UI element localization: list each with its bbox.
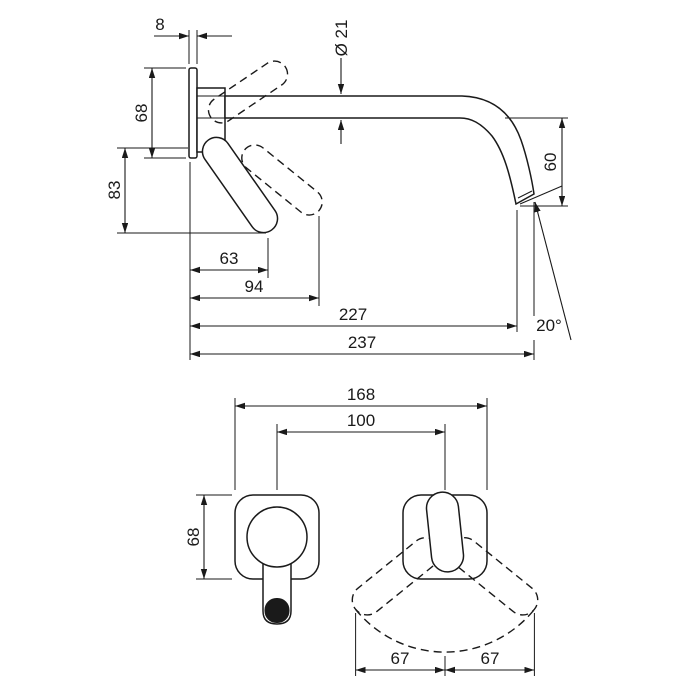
dim-value-handle-reach: 63 xyxy=(220,249,239,268)
spout-escutcheon-hub xyxy=(246,506,308,568)
dim-value-handle-swing-right: 67 xyxy=(481,649,500,668)
angle-leader-line xyxy=(534,201,572,341)
dim-value-hole-spacing: 100 xyxy=(347,411,375,430)
handle-lever-extended-dashed xyxy=(241,144,323,216)
front-view: 168 100 68 67 67 xyxy=(184,385,539,676)
dim-value-outlet-angle: 20° xyxy=(536,316,562,335)
dim-escutcheon-height-side: 68 xyxy=(132,67,186,159)
handle-swing-arc xyxy=(355,608,535,653)
dim-escutcheon-height-front: 68 xyxy=(184,494,232,580)
side-view: 8 Ø 21 68 83 60 xyxy=(105,15,572,360)
dim-value-handle-swing-left: 67 xyxy=(391,649,410,668)
dim-value-spout-reach-overall: 237 xyxy=(348,333,376,352)
dim-overall-width: 168 xyxy=(234,385,488,490)
dim-hole-spacing: 100 xyxy=(276,411,446,490)
dim-value-spout-reach-tip: 227 xyxy=(339,305,367,324)
handle-lever-solid xyxy=(201,136,279,234)
dim-plate-thickness: 8 xyxy=(154,15,232,64)
dim-value-escutcheon-height: 68 xyxy=(132,104,151,123)
dim-outlet-angle: 20° xyxy=(519,185,572,341)
dim-value-overall-width: 168 xyxy=(347,385,375,404)
spout-outlet xyxy=(264,598,290,623)
dim-handle-reach: 63 xyxy=(190,238,269,278)
dim-spout-reach-tip: 227 xyxy=(190,210,518,332)
dim-value-handle-reach-open: 94 xyxy=(245,277,264,296)
dim-handle-drop: 83 xyxy=(105,147,266,234)
dim-value-plate-thickness: 8 xyxy=(155,15,164,34)
dim-value-spout-drop: 60 xyxy=(541,153,560,172)
wall-plate-side xyxy=(188,67,198,159)
dim-spout-reach-overall: 237 xyxy=(190,202,535,360)
spout-side xyxy=(224,95,535,206)
dim-spout-diameter: Ø 21 xyxy=(332,20,351,144)
dim-handle-swing: 67 67 xyxy=(355,613,535,676)
dim-value-handle-drop: 83 xyxy=(105,181,124,200)
dim-value-spout-diameter: Ø 21 xyxy=(332,20,351,57)
dim-spout-drop: 60 xyxy=(505,117,568,207)
dim-handle-reach-open: 94 xyxy=(190,216,320,306)
dim-value-escutcheon-height-front: 68 xyxy=(184,528,203,547)
handle-front-solid xyxy=(425,491,465,573)
aerator-line xyxy=(517,190,533,199)
handle-lever-open-dashed xyxy=(207,60,289,124)
outlet-face-extension xyxy=(519,185,563,205)
